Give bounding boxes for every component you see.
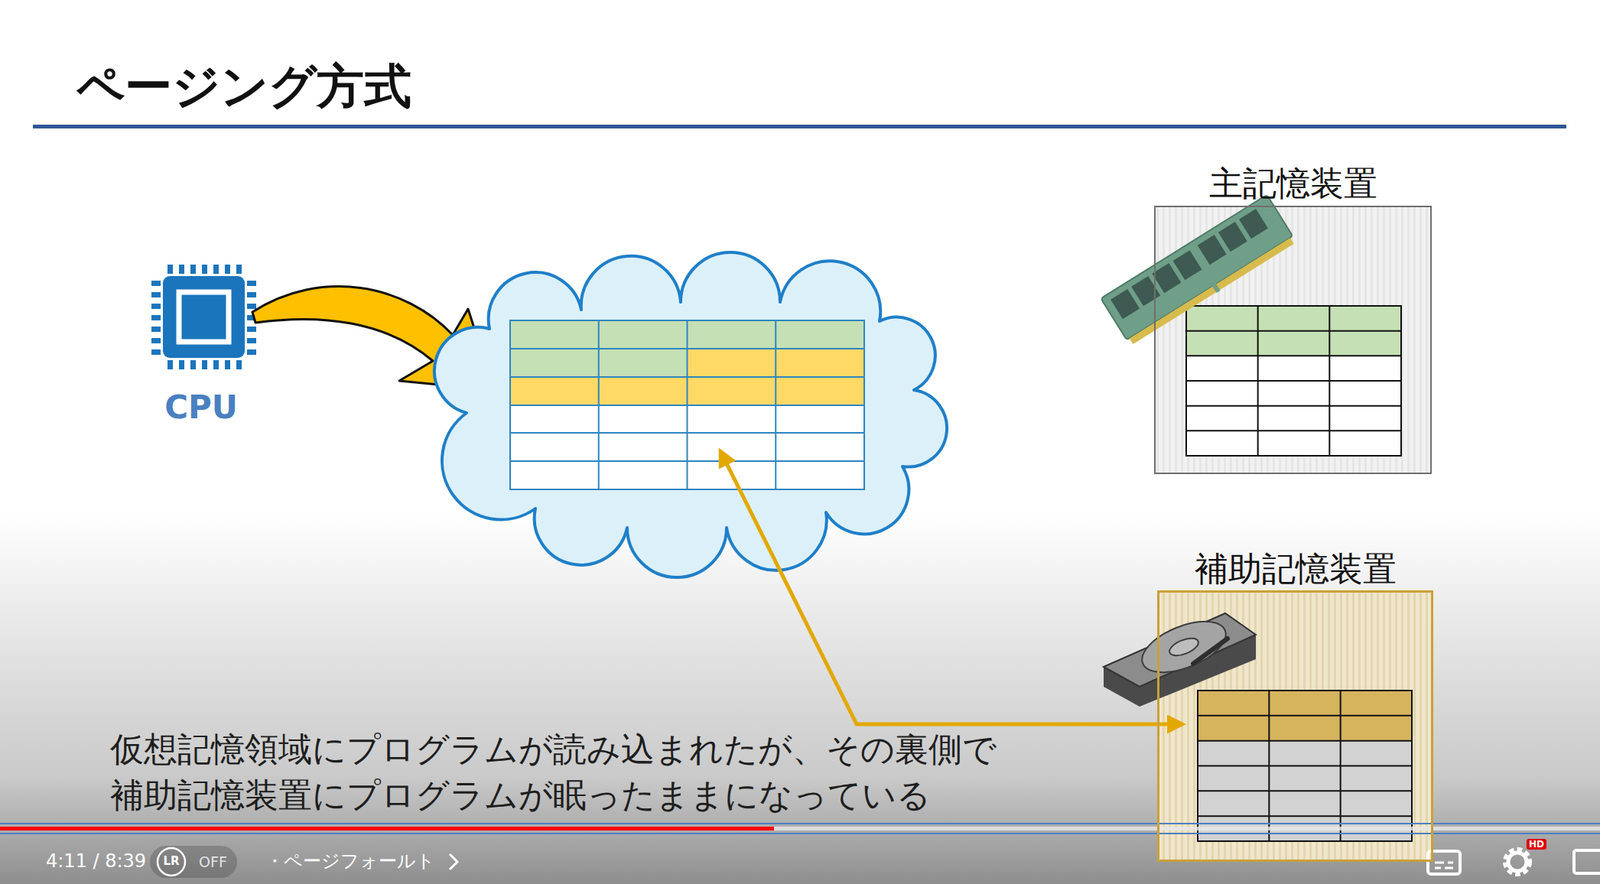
- hard-disk: [1103, 611, 1256, 707]
- cpu-label: CPU: [161, 388, 241, 430]
- box-heading: 補助記憶装置: [1194, 549, 1397, 590]
- quality-badge: HD: [1526, 839, 1547, 850]
- slide-title: ページング方式: [76, 58, 412, 115]
- aux-storage-box: 補助記憶装置: [1157, 590, 1434, 862]
- subtitle-caption: 仮想記憶領域にプログラムが読み込まれたが、その裏側で 補助記憶装置にプログラムが…: [110, 726, 1040, 819]
- virtual-memory-table: [510, 320, 865, 490]
- player-controls: [149, 845, 1600, 879]
- cpu-icon: [156, 269, 252, 365]
- time-display: 4:11 / 8:39: [45, 850, 147, 873]
- aux-storage-table: [1197, 690, 1412, 842]
- node-label: CPU: [161, 388, 241, 427]
- main-memory-table: [1186, 305, 1402, 456]
- title-rule: [32, 124, 1567, 129]
- virtual-memory-cloud: [434, 252, 947, 578]
- page-link-arrow: [720, 451, 1183, 725]
- player-progress: [0, 822, 1600, 835]
- box-heading: 主記憶装置: [1209, 163, 1378, 205]
- toggle-state: OFF: [198, 853, 228, 872]
- main-memory-box: 主記憶装置: [1154, 205, 1432, 475]
- ram-module: [1100, 195, 1297, 347]
- chapter-title: ・ページフォールト: [265, 850, 436, 873]
- logo-letters: LR: [162, 854, 179, 869]
